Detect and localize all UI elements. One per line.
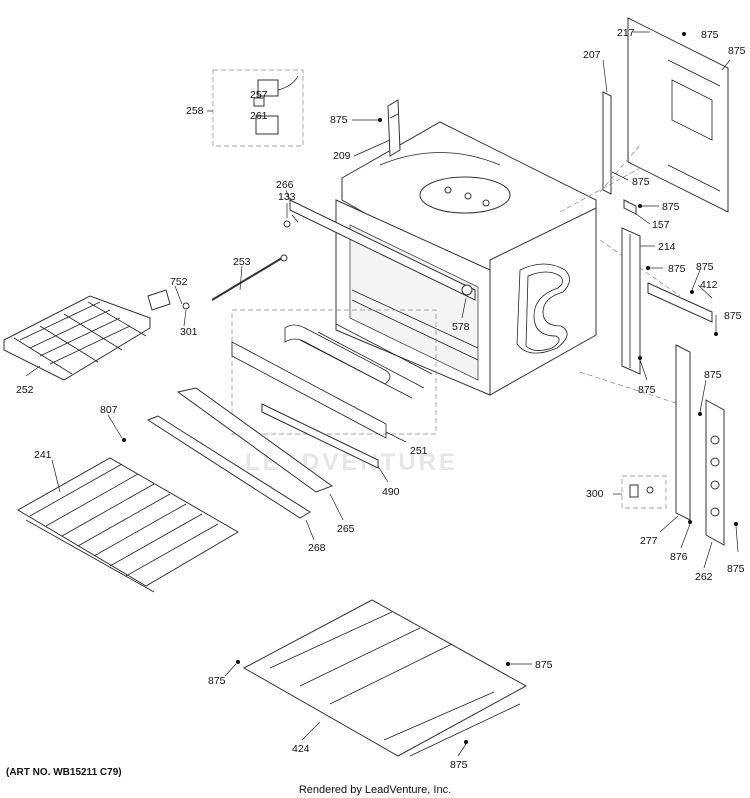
- label-214[interactable]: 214: [658, 241, 676, 253]
- label-217[interactable]: 217: [617, 27, 635, 39]
- label-251[interactable]: 251: [410, 445, 428, 457]
- oven-cavity: [335, 121, 597, 396]
- label-257[interactable]: 257: [250, 89, 268, 101]
- label-875[interactable]: 875: [728, 45, 746, 57]
- label-209[interactable]: 209: [333, 150, 351, 162]
- part-262-trim: [705, 399, 725, 546]
- label-875[interactable]: 875: [535, 659, 553, 671]
- label-875[interactable]: 875: [727, 563, 745, 575]
- label-875[interactable]: 875: [638, 384, 656, 396]
- label-807[interactable]: 807: [100, 404, 118, 416]
- part-424-bottom-tray: [242, 599, 528, 757]
- label-875[interactable]: 875: [662, 201, 680, 213]
- label-207[interactable]: 207: [583, 49, 601, 61]
- part-253-sensor: [211, 254, 288, 301]
- label-266[interactable]: 266: [276, 179, 294, 191]
- label-265[interactable]: 265: [337, 523, 355, 535]
- part-578-light: [461, 284, 473, 296]
- label-424[interactable]: 424: [292, 743, 310, 755]
- leader-lines: [25, 31, 739, 757]
- part-265-deflector: [176, 387, 334, 493]
- part-133-screw: [283, 220, 291, 228]
- part-266-rail: [289, 199, 476, 301]
- label-252[interactable]: 252: [16, 384, 34, 396]
- part-209-bracket: [387, 99, 401, 157]
- part-217-back-panel: [627, 17, 729, 213]
- part-number-labels: 217 875 875 207 257 258 261 875 209 875 …: [16, 27, 746, 771]
- label-133[interactable]: 133: [278, 191, 296, 203]
- label-875[interactable]: 875: [208, 675, 226, 687]
- part-490-strip: [261, 403, 379, 469]
- part-268-rail: [146, 415, 311, 519]
- part-252-broil-element: [3, 295, 151, 381]
- footer-credit: Rendered by LeadVenture, Inc.: [299, 784, 451, 796]
- part-300-kit: [621, 475, 667, 509]
- label-875[interactable]: 875: [450, 759, 468, 771]
- label-253[interactable]: 253: [233, 256, 251, 268]
- part-157-bracket: [623, 199, 637, 215]
- label-268[interactable]: 268: [308, 542, 326, 554]
- part-251-bake-element: [231, 309, 437, 439]
- part-277-rail: [675, 344, 691, 521]
- art-number: (ART NO. WB15211 C79): [6, 767, 122, 778]
- part-258-kit: [212, 69, 304, 147]
- label-261[interactable]: 261: [250, 110, 268, 122]
- part-412-bracket: [647, 282, 713, 323]
- label-490[interactable]: 490: [382, 486, 400, 498]
- label-752[interactable]: 752: [170, 276, 188, 288]
- part-752-plate: [147, 289, 171, 311]
- label-875[interactable]: 875: [696, 261, 714, 273]
- label-578[interactable]: 578: [452, 321, 470, 333]
- label-875[interactable]: 875: [701, 29, 719, 41]
- label-277[interactable]: 277: [640, 535, 658, 547]
- label-875[interactable]: 875: [704, 369, 722, 381]
- label-875[interactable]: 875: [330, 114, 348, 126]
- part-241-rack: [17, 457, 239, 593]
- label-157[interactable]: 157: [652, 219, 670, 231]
- label-412[interactable]: 412: [700, 279, 718, 291]
- label-241[interactable]: 241: [34, 449, 52, 461]
- label-300[interactable]: 300: [586, 488, 604, 500]
- label-875[interactable]: 875: [632, 176, 650, 188]
- label-301[interactable]: 301: [180, 326, 198, 338]
- label-875[interactable]: 875: [724, 310, 742, 322]
- part-301-screw: [182, 302, 190, 310]
- part-207-strip: [602, 91, 612, 195]
- label-875[interactable]: 875: [668, 263, 686, 275]
- label-262[interactable]: 262: [695, 571, 713, 583]
- label-258[interactable]: 258: [186, 105, 204, 117]
- label-876[interactable]: 876: [670, 551, 688, 563]
- part-214-side-rail: [621, 227, 641, 375]
